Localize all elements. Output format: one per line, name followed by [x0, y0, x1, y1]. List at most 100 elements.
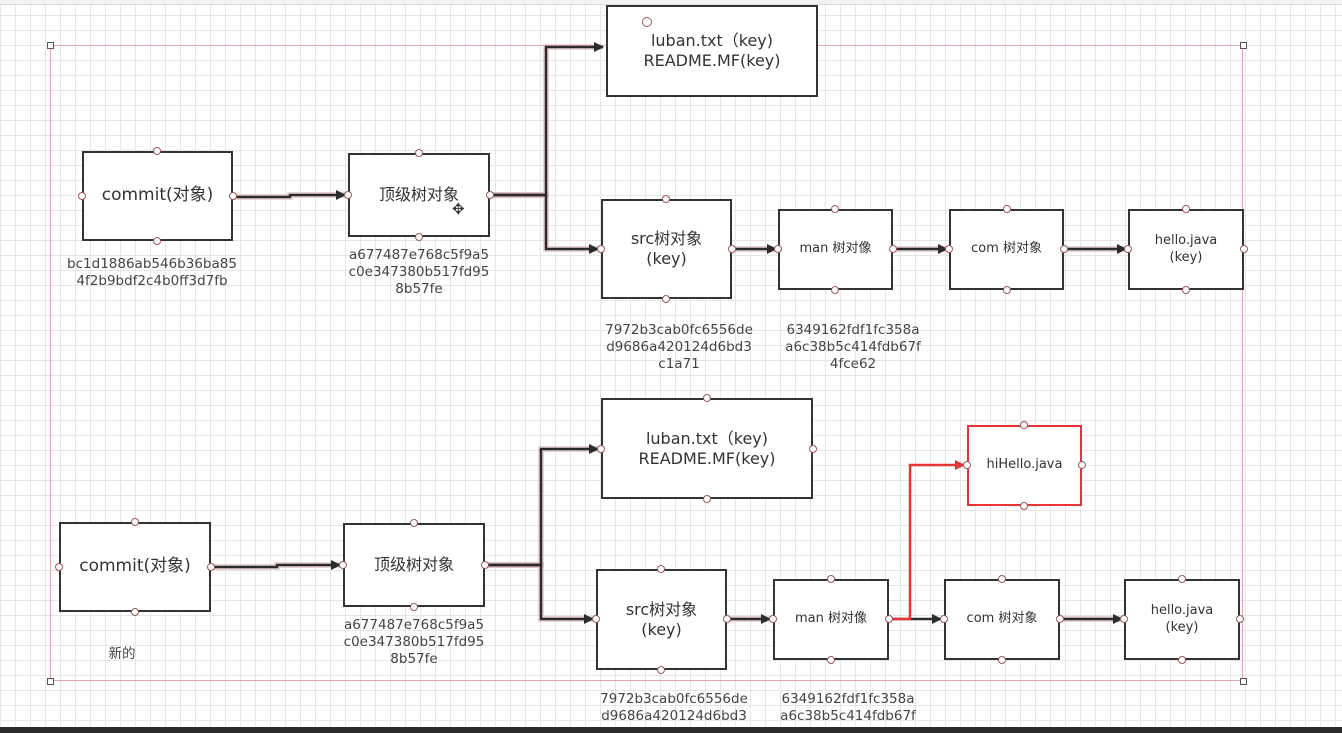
connection-dot[interactable] — [410, 519, 418, 527]
taskbar-edge — [0, 727, 1342, 733]
bottom-hello-java-label: hello.java (key) — [1150, 603, 1214, 635]
bottom-com-tree-node[interactable]: com 树对象 — [944, 579, 1060, 660]
connection-dot[interactable] — [344, 191, 352, 199]
connection-dot[interactable] — [831, 205, 839, 213]
bottom-commit-label: commit(对象) — [79, 556, 191, 577]
top-root-tree-node[interactable]: 顶级树对象 — [348, 153, 490, 237]
connection-dot[interactable] — [415, 233, 423, 241]
connection-dot[interactable] — [703, 495, 711, 503]
top-src-tree-node[interactable]: src树对象 (key) — [601, 199, 732, 299]
top-com-tree-label: com 树对象 — [971, 241, 1042, 257]
edge-bottom-root-src — [485, 563, 594, 624]
connection-dot[interactable] — [207, 563, 215, 571]
connection-dot[interactable] — [940, 615, 948, 623]
resize-handle-bottom-left[interactable] — [47, 678, 54, 685]
connection-dot[interactable] — [657, 565, 665, 573]
connection-dot[interactable] — [1078, 461, 1086, 469]
connection-dot[interactable] — [998, 656, 1006, 664]
connection-dot[interactable] — [410, 603, 418, 611]
edge-top-commit-root — [233, 190, 346, 200]
connection-dot[interactable] — [723, 615, 731, 623]
bottom-root-tree-label: 顶级树对象 — [373, 555, 454, 574]
connection-point-icon[interactable] — [642, 17, 652, 27]
connection-dot[interactable] — [703, 394, 711, 402]
edge-bottom-commit-root — [211, 560, 341, 570]
bottom-files-node[interactable]: luban.txt（key) README.MF(key) — [601, 398, 813, 499]
connection-dot[interactable] — [78, 192, 86, 200]
bottom-man-tree-label: man 树对像 — [794, 611, 867, 627]
bottom-src-tree-node[interactable]: src树对象 (key) — [596, 569, 727, 670]
connection-dot[interactable] — [1240, 245, 1248, 253]
connection-dot[interactable] — [769, 615, 777, 623]
connection-dot[interactable] — [657, 666, 665, 674]
connection-dot[interactable] — [662, 195, 670, 203]
edge-bottom-man-hihello — [889, 460, 965, 621]
connection-dot[interactable] — [597, 245, 605, 253]
connection-dot[interactable] — [827, 575, 835, 583]
bottom-root-tree-node[interactable]: 顶级树对象 — [343, 523, 485, 607]
resize-handle-top-right[interactable] — [1240, 42, 1247, 49]
top-man-tree-node[interactable]: man 树对像 — [778, 209, 893, 290]
connection-dot[interactable] — [131, 518, 139, 526]
connection-dot[interactable] — [153, 147, 161, 155]
connection-dot[interactable] — [339, 561, 347, 569]
top-com-tree-node[interactable]: com 树对象 — [949, 209, 1064, 290]
connection-dot[interactable] — [1020, 421, 1028, 429]
connection-dot[interactable] — [229, 192, 237, 200]
bottom-files-label: luban.txt（key) README.MF(key) — [638, 428, 776, 468]
connection-dot[interactable] — [1003, 205, 1011, 213]
connection-dot[interactable] — [1178, 575, 1186, 583]
connection-dot[interactable] — [963, 461, 971, 469]
connection-dot[interactable] — [1120, 615, 1128, 623]
bottom-man-tree-node[interactable]: man 树对像 — [773, 579, 889, 660]
connection-dot[interactable] — [1182, 205, 1190, 213]
connection-dot[interactable] — [662, 295, 670, 303]
top-commit-hash: bc1d1886ab546b36ba85 4f2b9bdf2c4b0ff3d7f… — [67, 256, 237, 289]
bottom-hihello-java-node[interactable]: hiHello.java — [967, 425, 1082, 506]
resize-handle-top-left[interactable] — [47, 42, 54, 49]
connection-dot[interactable] — [1003, 286, 1011, 294]
connection-dot[interactable] — [889, 245, 897, 253]
edge-top-root-files — [490, 42, 604, 197]
connection-dot[interactable] — [1236, 615, 1244, 623]
connection-dot[interactable] — [774, 245, 782, 253]
connection-dot[interactable] — [831, 286, 839, 294]
bottom-commit-node[interactable]: commit(对象) — [59, 522, 211, 612]
connection-dot[interactable] — [1020, 502, 1028, 510]
top-commit-node[interactable]: commit(对象) — [82, 151, 233, 241]
top-src-tree-hash: 7972b3cab0fc6556de d9686a420124d6bd3 c1a… — [605, 322, 753, 372]
top-root-tree-label: 顶级树对象 — [378, 185, 459, 204]
connection-dot[interactable] — [1060, 245, 1068, 253]
connection-dot[interactable] — [885, 615, 893, 623]
edge-bottom-root-files — [485, 444, 599, 567]
top-root-tree-hash: a677487e768c5f9a5 c0e347380b517fd95 8b57… — [348, 247, 490, 297]
connection-dot[interactable] — [809, 445, 817, 453]
connection-dot[interactable] — [945, 245, 953, 253]
connection-dot[interactable] — [1124, 245, 1132, 253]
connection-dot[interactable] — [597, 445, 605, 453]
connection-dot[interactable] — [415, 149, 423, 157]
top-files-node[interactable]: luban.txt（key) README.MF(key) — [606, 5, 818, 97]
connection-dot[interactable] — [486, 191, 494, 199]
top-edge — [0, 0, 1342, 5]
connection-dot[interactable] — [1178, 656, 1186, 664]
bottom-commit-note: 新的 — [108, 646, 136, 662]
top-hello-java-node[interactable]: hello.java (key) — [1128, 209, 1244, 290]
top-files-label: luban.txt（key) README.MF(key) — [643, 31, 781, 70]
connection-dot[interactable] — [131, 608, 139, 616]
connection-dot[interactable] — [998, 575, 1006, 583]
connection-dot[interactable] — [481, 561, 489, 569]
connection-dot[interactable] — [55, 563, 63, 571]
connection-dot[interactable] — [153, 237, 161, 245]
connection-dot[interactable] — [1056, 615, 1064, 623]
bottom-hihello-java-label: hiHello.java — [986, 457, 1063, 473]
connection-dot[interactable] — [592, 615, 600, 623]
top-commit-label: commit(对象) — [101, 185, 214, 206]
connection-dot[interactable] — [728, 245, 736, 253]
bottom-hello-java-node[interactable]: hello.java (key) — [1124, 579, 1240, 660]
connection-dot[interactable] — [827, 656, 835, 664]
bottom-com-tree-label: com 树对象 — [966, 611, 1038, 627]
resize-handle-bottom-right[interactable] — [1240, 678, 1247, 685]
connection-dot[interactable] — [1182, 286, 1190, 294]
